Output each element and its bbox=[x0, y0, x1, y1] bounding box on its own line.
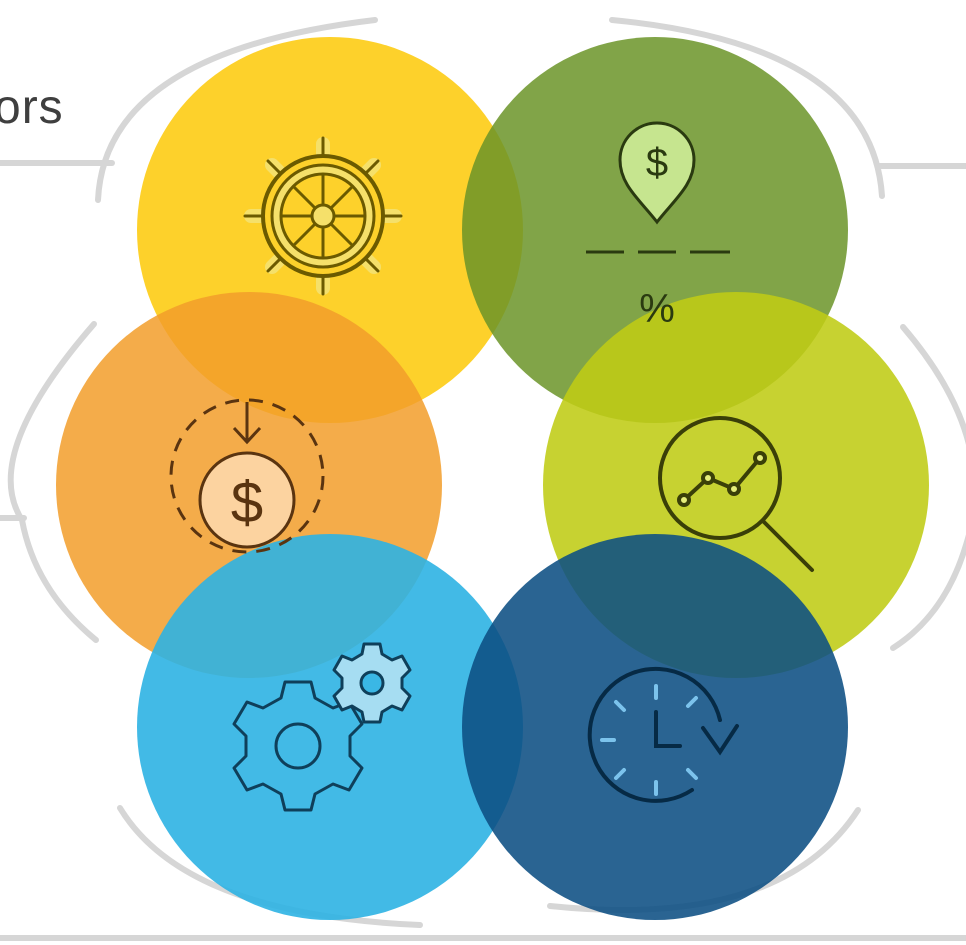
magnifier-trend-chart-icon bbox=[658, 416, 814, 572]
circle-light-blue bbox=[137, 534, 523, 920]
decorative-arcs bbox=[0, 17, 966, 941]
bottom-left-arc bbox=[117, 805, 423, 928]
top-right-arc bbox=[609, 17, 885, 199]
circle-light-blue-fill bbox=[137, 534, 523, 920]
dollar-coin-down-arrow-icon: $ bbox=[169, 398, 325, 554]
gears-icon bbox=[232, 642, 412, 812]
top-left-arc bbox=[95, 17, 378, 203]
money-pin-percent-icon: $ bbox=[586, 121, 730, 254]
svg-text:$: $ bbox=[646, 141, 668, 185]
page-title-fragment: ors bbox=[0, 81, 64, 134]
svg-text:$: $ bbox=[231, 470, 263, 535]
clock-refresh-icon bbox=[587, 666, 739, 803]
right-arc bbox=[890, 324, 966, 651]
percent-label: % bbox=[639, 287, 675, 331]
left-arc bbox=[7, 321, 99, 643]
ship-wheel-icon bbox=[243, 136, 403, 296]
